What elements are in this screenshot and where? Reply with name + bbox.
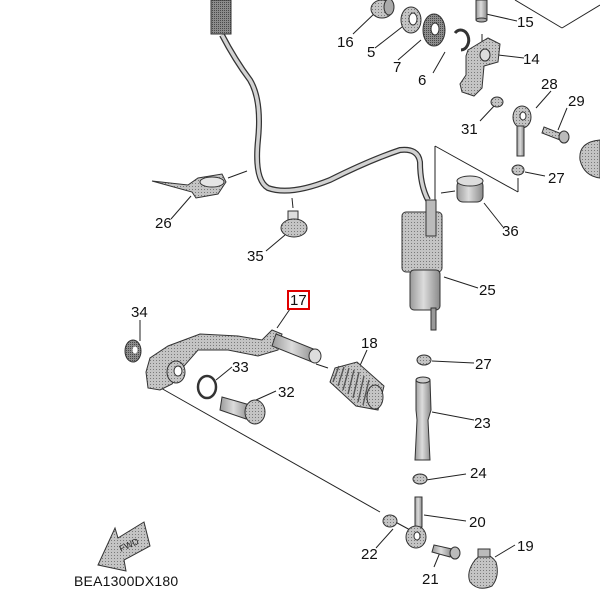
- callout-15[interactable]: 15: [517, 14, 534, 31]
- callout-22[interactable]: 22: [361, 546, 378, 563]
- part-32-pivot-bolt: [219, 396, 266, 425]
- part-36-clip: [456, 175, 484, 203]
- part-27-nut-upper: [511, 164, 525, 176]
- part-29-bolt: [541, 126, 570, 144]
- part-35-fastener: [280, 210, 308, 238]
- callout-19[interactable]: 19: [517, 538, 534, 555]
- drawing-code: BEA1300DX180: [74, 573, 179, 589]
- part-7-washer: [422, 13, 446, 47]
- part-28-rod-end: [512, 105, 532, 157]
- callout-31[interactable]: 31: [461, 121, 478, 138]
- part-15-bolt: [475, 0, 488, 23]
- callout-27-upper[interactable]: 27: [548, 170, 565, 187]
- part-31-nut: [490, 96, 504, 108]
- callout-28[interactable]: 28: [541, 76, 558, 93]
- part-16-collar: [370, 0, 395, 19]
- part-20-rod-end: [405, 496, 427, 549]
- part-25-shift-sensor: [401, 199, 443, 331]
- callout-32[interactable]: 32: [278, 384, 295, 401]
- part-23-shift-rod: [414, 376, 432, 461]
- callout-5[interactable]: 5: [367, 44, 376, 61]
- part-24-nut: [412, 473, 428, 485]
- part-26-clamp: [151, 173, 227, 199]
- callout-26[interactable]: 26: [155, 215, 172, 232]
- part-27-nut-lower: [416, 354, 432, 366]
- part-21-bolt: [431, 544, 461, 560]
- callout-7[interactable]: 7: [393, 59, 402, 76]
- part-boot-upper: [579, 139, 600, 179]
- callout-24[interactable]: 24: [470, 465, 487, 482]
- callout-36[interactable]: 36: [502, 223, 519, 240]
- callout-33[interactable]: 33: [232, 359, 249, 376]
- callout-35[interactable]: 35: [247, 248, 264, 265]
- leader-lines: [139, 0, 600, 568]
- callout-34[interactable]: 34: [131, 304, 148, 321]
- callout-29[interactable]: 29: [568, 93, 585, 110]
- callout-20[interactable]: 20: [469, 514, 486, 531]
- part-19-boot: [468, 548, 498, 589]
- part-17-shift-pedal: [145, 329, 322, 391]
- part-22-nut: [382, 514, 398, 528]
- callout-14[interactable]: 14: [523, 51, 540, 68]
- fwd-direction-arrow: FWD: [97, 521, 151, 572]
- callout-18[interactable]: 18: [361, 335, 378, 352]
- part-34-washer: [124, 339, 142, 363]
- callout-25[interactable]: 25: [479, 282, 496, 299]
- callout-21[interactable]: 21: [422, 571, 439, 588]
- sensor-wire: [210, 0, 431, 202]
- part-5-bearing: [400, 6, 422, 34]
- part-6-circlip: [453, 28, 471, 52]
- callout-23[interactable]: 23: [474, 415, 491, 432]
- callout-17-highlighted[interactable]: 17: [287, 290, 310, 310]
- callout-16[interactable]: 16: [337, 34, 354, 51]
- part-14-shift-arm: [459, 37, 501, 97]
- part-33-o-ring: [196, 374, 218, 400]
- part-18-pedal-rubber: [329, 361, 385, 411]
- callout-27-lower[interactable]: 27: [475, 356, 492, 373]
- callout-6[interactable]: 6: [418, 72, 427, 89]
